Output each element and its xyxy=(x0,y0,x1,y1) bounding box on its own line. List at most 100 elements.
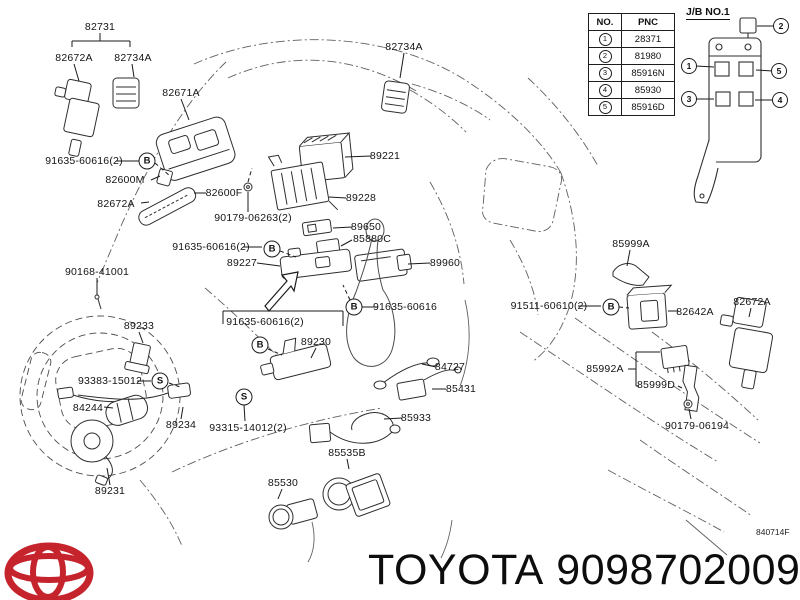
part-label-82672A: 82672A xyxy=(733,296,771,308)
part-label-82600F: 82600F xyxy=(205,187,243,199)
part-label-91635-60616(2): 91635-60616(2) xyxy=(45,155,123,167)
part-label-82734A: 82734A xyxy=(385,41,423,53)
part-label-82600M: 82600M xyxy=(105,174,145,186)
footer-title: TOYOTA 9098702009 xyxy=(368,546,800,595)
part-label-91511-60610(2): 91511-60610(2) xyxy=(510,300,588,312)
part-label-82671A: 82671A xyxy=(162,87,200,99)
part-label-85880C: 85880C xyxy=(353,233,391,245)
part-drawing-89230 xyxy=(260,337,332,381)
part-label-85431: 85431 xyxy=(445,383,477,395)
jb-diagram-title: J/B NO.1 xyxy=(686,6,730,20)
part-drawing-82671a xyxy=(155,116,236,181)
brand-name: TOYOTA xyxy=(368,546,544,594)
part-drawing-89234 xyxy=(77,382,191,400)
part-label-89228: 89228 xyxy=(345,192,377,204)
part-label-89231: 89231 xyxy=(94,485,126,497)
fastener-marker-B: B xyxy=(138,152,156,170)
part-label-90168-41001: 90168-41001 xyxy=(64,266,130,278)
pnc-row-pnc: 85930 xyxy=(621,81,675,99)
part-label-85999D: 85999D xyxy=(637,379,675,391)
part-drawing-85431 xyxy=(396,366,462,401)
pointer-arrow xyxy=(264,271,299,312)
jb-callout-4: 4 xyxy=(772,92,788,108)
leader-lines xyxy=(71,25,774,500)
part-drawing-85992a-relay xyxy=(660,345,690,374)
part-drawing-89228 xyxy=(267,154,339,211)
part-label-85535B: 85535B xyxy=(328,447,366,459)
part-drawing-82642a xyxy=(626,284,673,330)
part-label-85992A: 85992A xyxy=(586,363,624,375)
body-sketch-solid xyxy=(307,299,728,563)
fastener-marker-B: B xyxy=(345,298,363,316)
jb-callout-5: 5 xyxy=(771,63,787,79)
fastener-marker-S: S xyxy=(151,372,169,390)
part-label-93315-14012(2): 93315-14012(2) xyxy=(209,422,287,434)
part-drawing-89960 xyxy=(354,248,412,282)
part-drawing-82600m xyxy=(156,168,173,187)
part-drawing-84727-harness xyxy=(373,357,440,390)
part-drawing-89233 xyxy=(124,342,151,375)
part-drawing-90168-screw xyxy=(94,294,102,310)
pnc-row-no: 1 xyxy=(588,30,622,48)
part-label-82734A: 82734A xyxy=(114,52,152,64)
pnc-row-no: 4 xyxy=(588,81,622,99)
part-drawing-85535b xyxy=(322,473,391,517)
jb-block-drawing xyxy=(693,17,762,204)
part-label-90179-06263(2): 90179-06263(2) xyxy=(214,212,292,224)
part-label-89227: 89227 xyxy=(226,257,258,269)
part-label-84727: 84727 xyxy=(434,361,466,373)
fastener-marker-B: B xyxy=(602,298,620,316)
pnc-row-no: 5 xyxy=(588,98,622,116)
part-label-85530: 85530 xyxy=(267,477,299,489)
part-drawing-82734a-top-center xyxy=(381,80,410,114)
part-drawing-84244 xyxy=(105,394,149,426)
part-label-89960: 89960 xyxy=(429,257,461,269)
part-label-91635-60616(2): 91635-60616(2) xyxy=(172,241,250,253)
part-drawing-89227 xyxy=(279,247,353,280)
part-drawing-82672a-top xyxy=(54,78,100,157)
part-drawing-90179-06263-nut xyxy=(243,182,253,192)
jb-callout-1: 1 xyxy=(681,58,697,74)
part-label-89233: 89233 xyxy=(123,320,155,332)
part-label-85933: 85933 xyxy=(400,412,432,424)
part-label-82672A: 82672A xyxy=(55,52,93,64)
toyota-logo xyxy=(4,542,94,600)
pnc-row-pnc: 28371 xyxy=(621,30,675,48)
part-drawing-85933 xyxy=(308,412,401,444)
jb-callout-3: 3 xyxy=(681,91,697,107)
dashboard-sketch xyxy=(96,39,761,547)
pnc-row-pnc: 85916D xyxy=(621,98,675,116)
pnc-row-no: 2 xyxy=(588,47,622,65)
diagram-code: 840714F xyxy=(756,527,790,537)
part-label-91635-60616: 91635-60616 xyxy=(372,301,438,313)
pnc-row-pnc: 85916N xyxy=(621,64,675,82)
part-drawing-82734a-top-left xyxy=(112,77,140,109)
part-drawing-89650 xyxy=(301,218,332,237)
part-label-82672A: 82672A xyxy=(97,198,135,210)
part-drawing-89231-spiral-cable xyxy=(70,419,114,486)
part-label-85999A: 85999A xyxy=(612,238,650,250)
jb-callout-2: 2 xyxy=(773,18,789,34)
part-drawing-82672a-right xyxy=(719,296,774,390)
pnc-row-pnc: 81980 xyxy=(621,47,675,65)
part-label-91635-60616(2): 91635-60616(2) xyxy=(226,316,304,328)
fastener-marker-B: B xyxy=(251,336,269,354)
part-label-82731: 82731 xyxy=(84,21,116,33)
part-label-89230: 89230 xyxy=(300,336,332,348)
part-label-89650: 89650 xyxy=(350,221,382,233)
shift-lever-sketch xyxy=(346,218,396,367)
part-drawing-85999a-bracket xyxy=(612,263,650,286)
pnc-table-header-no: NO. xyxy=(588,13,622,31)
catalog-part-number: 9098702009 xyxy=(556,546,800,594)
part-drawing-85530 xyxy=(268,498,318,530)
fastener-marker-B: B xyxy=(263,240,281,258)
part-drawing-93383-connector xyxy=(57,386,131,403)
